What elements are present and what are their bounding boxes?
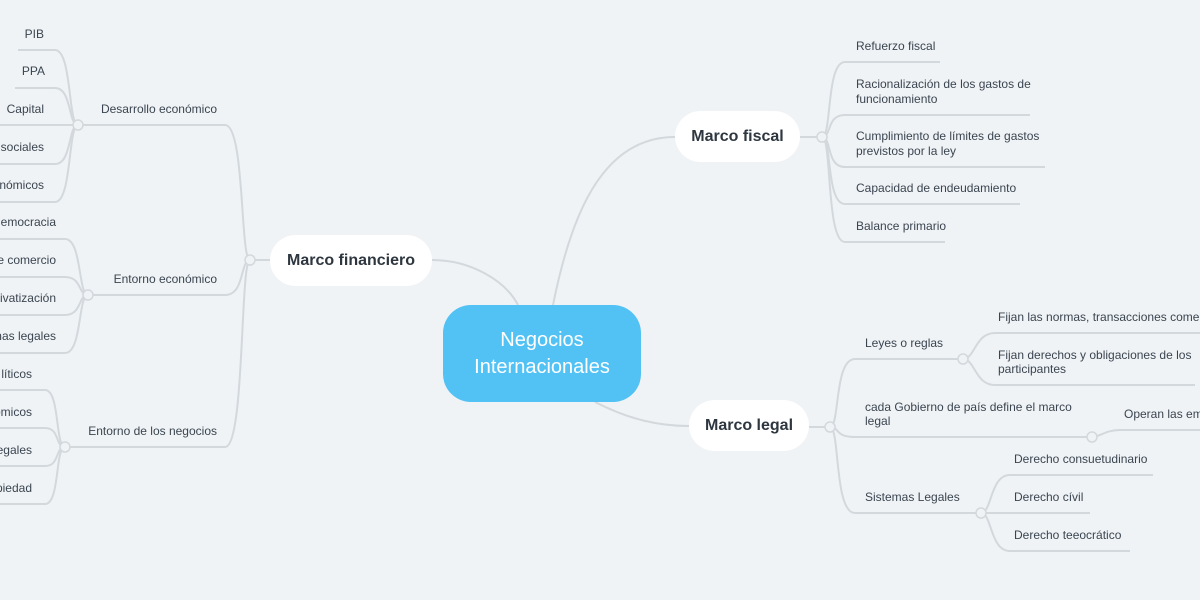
central-topic-line: Negocios: [500, 328, 584, 351]
topic-marco-legal[interactable]: Marco legal: [689, 400, 809, 451]
subtopic[interactable]: sociales: [0, 140, 44, 154]
subtopic[interactable]: Derecho cívil: [1014, 490, 1084, 504]
subtopic[interactable]: Derecho consuetudinario: [1014, 452, 1148, 466]
subtopic[interactable]: Racionalización de los gastos de: [856, 77, 1031, 91]
subtopic[interactable]: Leyes o reglas: [865, 336, 944, 350]
subtopic[interactable]: Operan las em: [1124, 407, 1200, 421]
subtopic[interactable]: democracia: [0, 215, 56, 229]
subtopic[interactable]: ivatización: [0, 291, 56, 305]
subtopic[interactable]: Desarrollo económico: [100, 102, 217, 116]
subtopic[interactable]: Fijan las normas, transacciones comerc: [998, 310, 1200, 324]
subtopic[interactable]: Derecho teeocrático: [1014, 528, 1122, 542]
subtopic[interactable]: Cumplimiento de límites de gastos: [856, 129, 1040, 143]
subtopic[interactable]: funcionamiento: [856, 92, 938, 106]
subtopic[interactable]: Sistemas Legales: [865, 490, 960, 504]
subtopic[interactable]: líticos: [1, 367, 32, 381]
subtopic[interactable]: nómicos: [0, 178, 44, 192]
subtopic[interactable]: e comercio: [0, 253, 56, 267]
subtopic[interactable]: Capacidad de endeudamiento: [856, 181, 1017, 195]
subtopic[interactable]: PIB: [24, 27, 44, 41]
central-topic-line: Internacionales: [474, 355, 610, 378]
subtopic[interactable]: piedad: [0, 481, 32, 495]
subtopic[interactable]: Refuerzo fiscal: [856, 39, 936, 53]
topic-marco-financiero[interactable]: Marco financiero: [270, 235, 432, 286]
subtopic[interactable]: previstos por la ley: [856, 144, 957, 158]
subtopic[interactable]: participantes: [998, 362, 1067, 376]
subtopic[interactable]: PPA: [21, 64, 45, 78]
subtopic[interactable]: legal: [865, 414, 891, 428]
subtopic[interactable]: Entorno de los negocios: [88, 424, 217, 438]
subtopic[interactable]: Fijan derechos y obligaciones de los: [998, 348, 1192, 362]
subtopic[interactable]: egales: [0, 443, 32, 457]
subtopic[interactable]: cada Gobierno de país define el marco: [865, 400, 1072, 414]
subtopic[interactable]: omicos: [0, 405, 32, 419]
subtopic[interactable]: Capital: [6, 102, 44, 116]
topic-marco-fiscal[interactable]: Marco fiscal: [675, 111, 800, 162]
subtopic[interactable]: nas legales: [0, 329, 56, 343]
subtopic[interactable]: Entorno económico: [113, 272, 217, 286]
subtopic[interactable]: Balance primario: [856, 219, 947, 233]
